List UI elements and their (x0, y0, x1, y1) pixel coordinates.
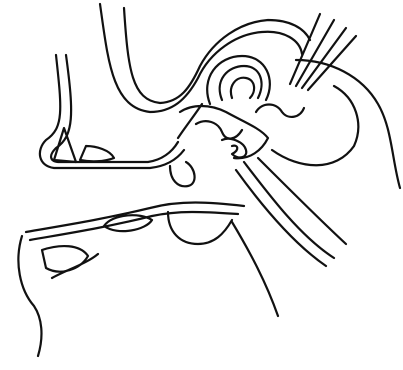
pharynx-wall (232, 222, 278, 316)
semicircular-canal-inner (231, 78, 254, 98)
canal-cartilage-left (54, 128, 76, 162)
adenoid-bulge (170, 162, 195, 186)
ossicle-malleus (196, 121, 242, 138)
temporal-bone-mass (272, 86, 358, 165)
semicircular-canal-middle (220, 66, 262, 100)
throat-outline (18, 236, 41, 356)
ossicle-stapes (222, 139, 246, 158)
nerve-fibre-4 (308, 36, 356, 90)
mouth-cavity (42, 246, 88, 272)
eardrum (178, 104, 202, 138)
palate-upper (26, 203, 244, 233)
tongue-base (52, 254, 98, 278)
pinna-inner-edge (124, 8, 310, 103)
inner-ear-labyrinth (256, 105, 304, 117)
eustachian-tube-upper (244, 162, 334, 258)
middle-ear-cavity (180, 106, 268, 158)
brain-contour (296, 60, 400, 188)
canal-cartilage-right (80, 146, 114, 161)
soft-palate-mass (168, 212, 232, 244)
